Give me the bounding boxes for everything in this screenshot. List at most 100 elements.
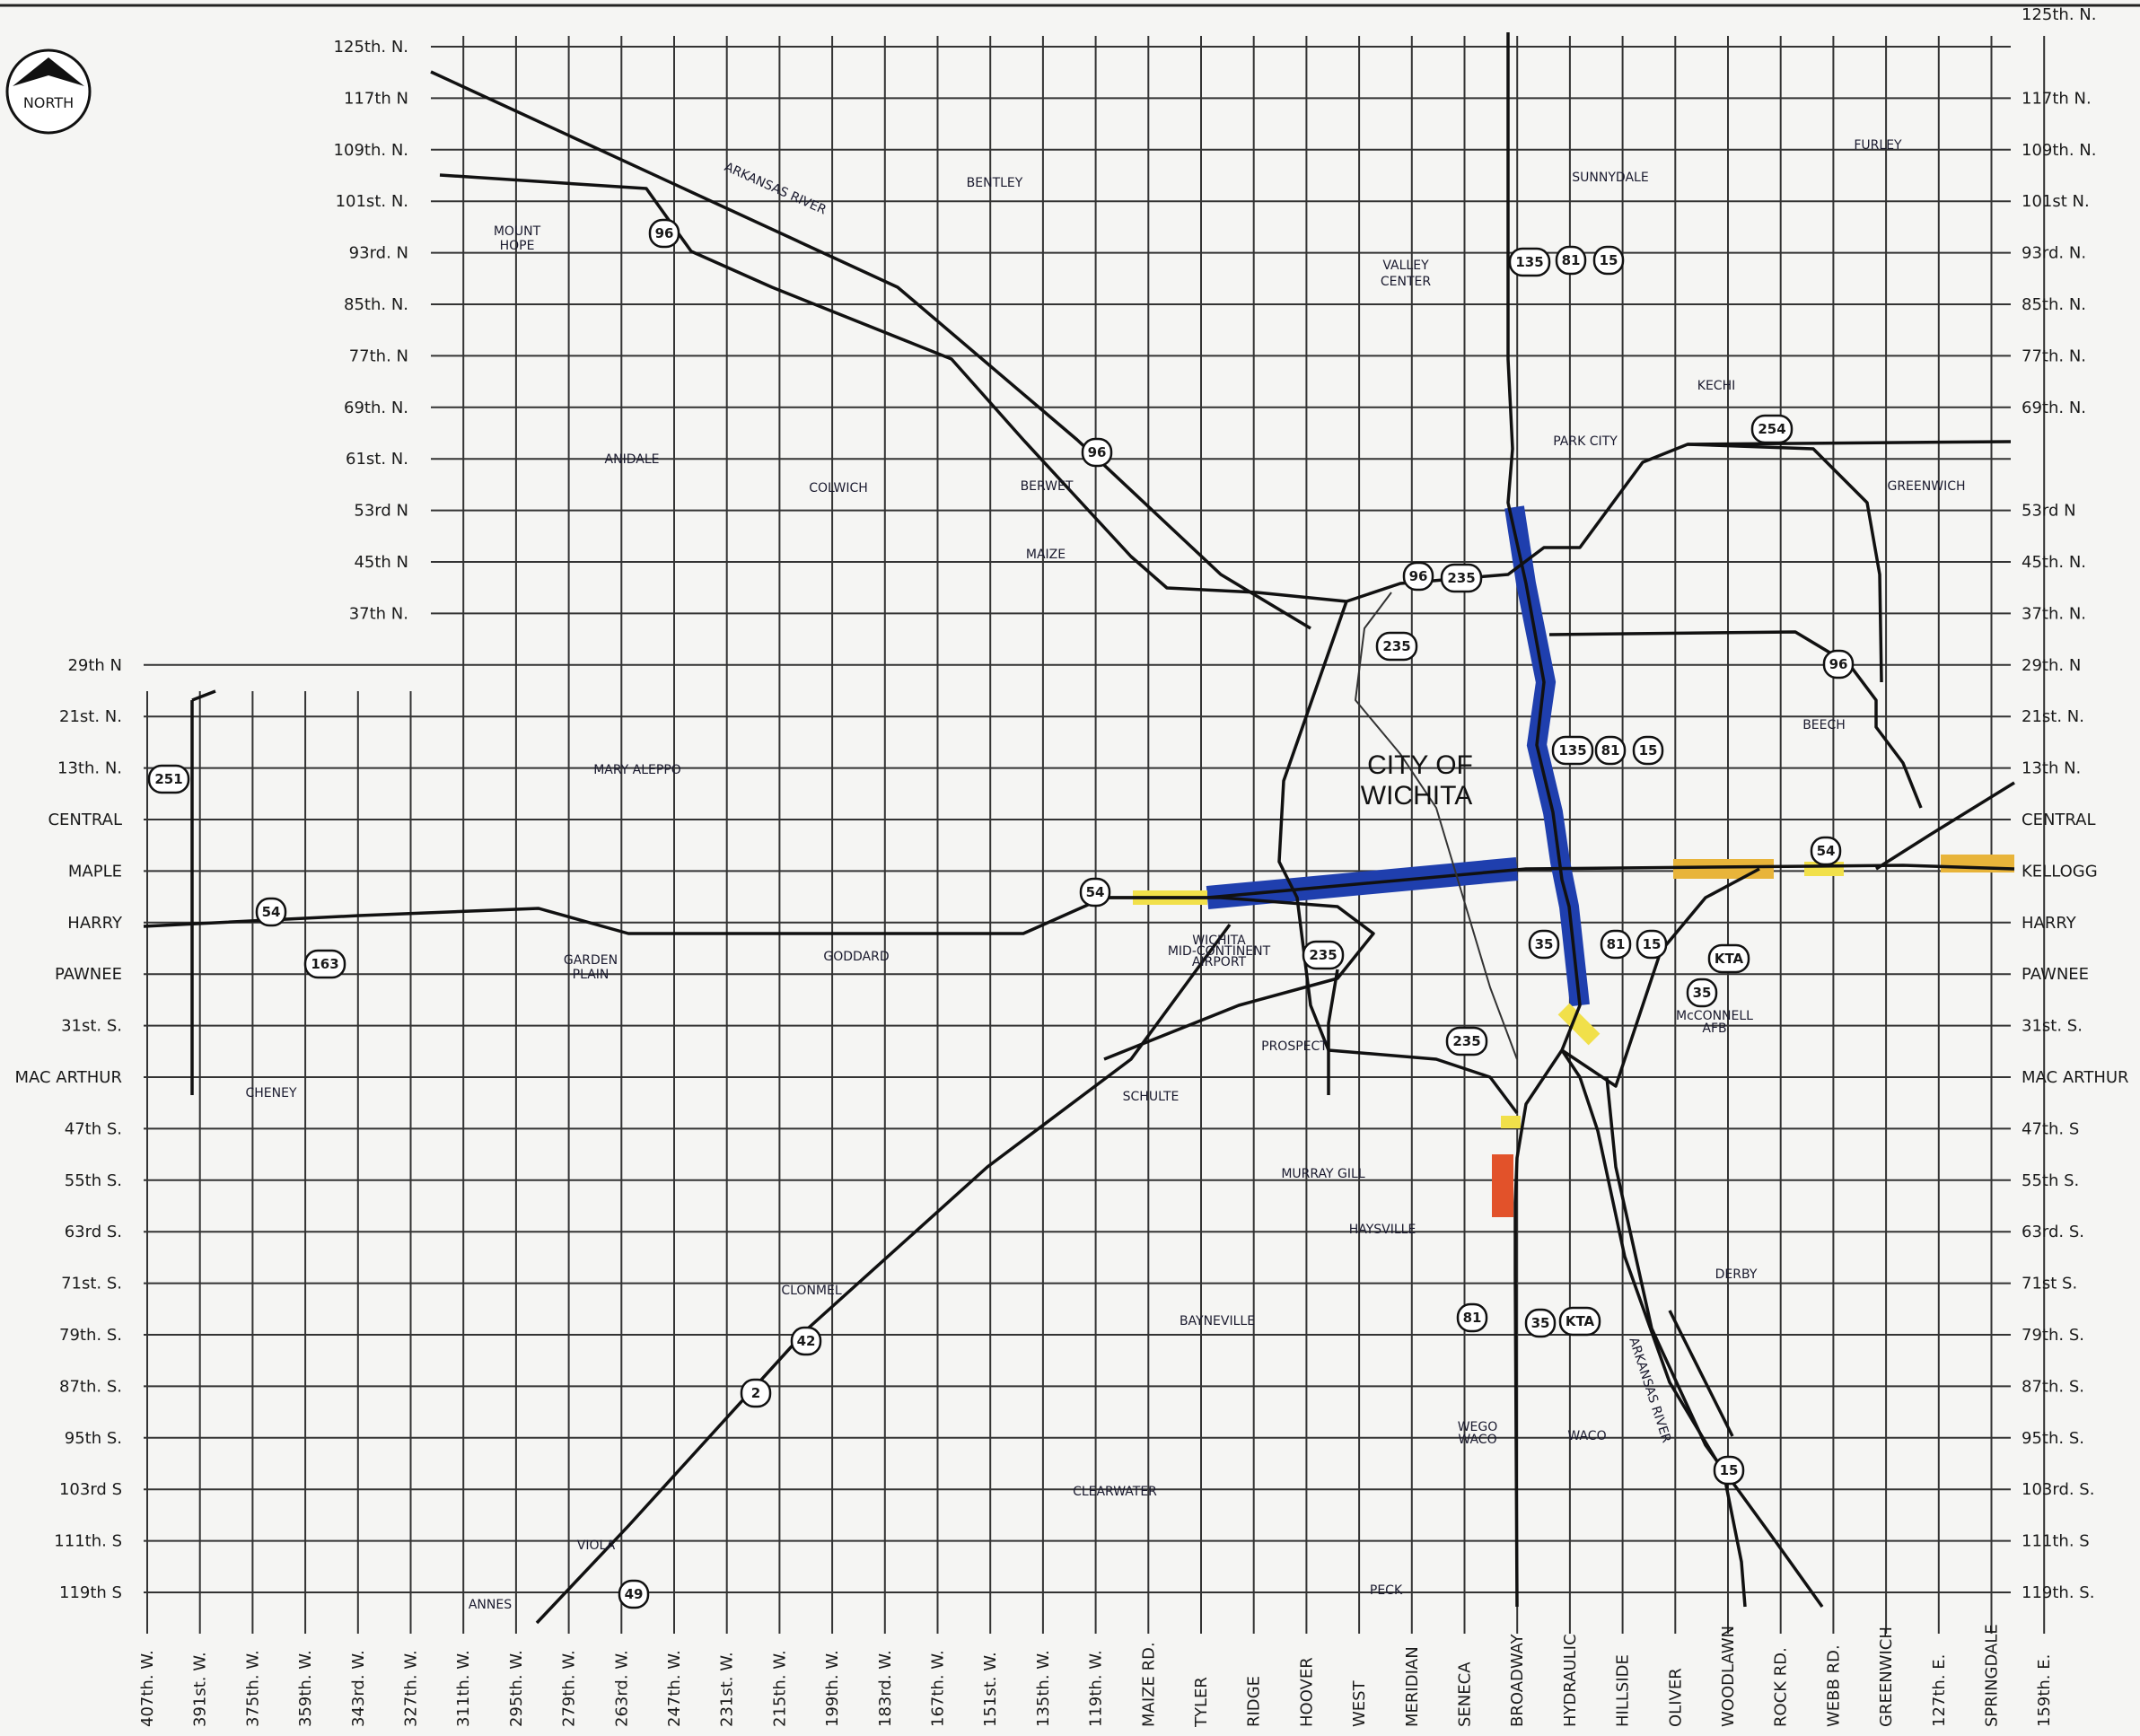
ew-street-label-left: 85th. N. bbox=[344, 295, 408, 314]
town-label: COLWICH bbox=[809, 481, 868, 495]
route-shield-icon bbox=[303, 949, 346, 979]
town-label: GREENWICH bbox=[1887, 479, 1965, 494]
ew-street-label-right: 119th. S. bbox=[2022, 1583, 2094, 1602]
route-shield-number: 96 bbox=[1088, 444, 1107, 460]
route-shield-number: 49 bbox=[625, 1586, 644, 1602]
ew-street-label-left: 87th. S. bbox=[59, 1377, 122, 1396]
city-label-line2: WICHITA bbox=[1361, 781, 1472, 811]
ns-street-label-bottom: 151st. W. bbox=[981, 1652, 1000, 1727]
route-shield: 2 bbox=[740, 1378, 772, 1408]
route-shield: 135 bbox=[1551, 735, 1594, 766]
town-label: WEGO bbox=[1458, 1420, 1498, 1434]
ns-street-label-bottom: 295th. W. bbox=[507, 1650, 526, 1727]
route-shield-icon bbox=[1636, 929, 1668, 960]
ew-street-label-left: PAWNEE bbox=[55, 965, 122, 984]
town-label: PECK bbox=[1370, 1583, 1403, 1598]
town-label: MARY ALEPPO bbox=[593, 763, 681, 777]
route-shield-icon bbox=[1302, 940, 1345, 970]
ew-street-label-left: 117th N bbox=[344, 89, 408, 108]
ns-street-label-bottom: 263rd. W. bbox=[612, 1650, 631, 1727]
town-label: PLAIN bbox=[573, 968, 610, 982]
route-shield-number: 54 bbox=[1817, 843, 1836, 859]
ew-street-label-right: 85th. N. bbox=[2022, 295, 2086, 314]
route-shield-number: 54 bbox=[262, 904, 281, 920]
ns-street-label-bottom: 407th. W. bbox=[138, 1650, 157, 1727]
route-shield-icon bbox=[1440, 563, 1483, 593]
route-shield-number: 35 bbox=[1693, 985, 1712, 1001]
route-shield: 35 bbox=[1524, 1308, 1557, 1338]
route-shield: 81 bbox=[1555, 245, 1587, 276]
route-shield-number: 54 bbox=[1086, 884, 1105, 900]
ns-street-label-bottom: 199th. W. bbox=[823, 1650, 842, 1727]
ew-street-label-right: 63rd. S. bbox=[2022, 1223, 2084, 1241]
ew-street-label-right: 69th. N. bbox=[2022, 399, 2086, 417]
north-arrow-icon bbox=[5, 48, 92, 135]
ns-street-label-bottom: 311th. W. bbox=[454, 1650, 473, 1727]
route-shield-icon bbox=[1551, 735, 1594, 766]
route-shield-number: 251 bbox=[154, 771, 182, 787]
town-label: HOPE bbox=[500, 239, 535, 253]
ew-street-label-right: 71st S. bbox=[2022, 1275, 2077, 1293]
ew-street-label-right: 37th. N. bbox=[2022, 604, 2086, 623]
town-label: DERBY bbox=[1715, 1267, 1758, 1282]
route-shield: KTA bbox=[1707, 943, 1750, 974]
ns-street-label-bottom: WEBB RD. bbox=[1824, 1644, 1843, 1727]
route-shield: 96 bbox=[1402, 561, 1434, 592]
ns-street-label-bottom: WOODLAWN bbox=[1719, 1626, 1738, 1727]
ns-street-label-bottom: MERIDIAN bbox=[1403, 1646, 1422, 1727]
ns-street-label-bottom: 119th. W. bbox=[1087, 1650, 1106, 1727]
town-label: AFB bbox=[1702, 1021, 1726, 1036]
route-shield-icon bbox=[1456, 1302, 1488, 1333]
route-shield-icon bbox=[1822, 649, 1855, 679]
route-shield-number: 135 bbox=[1558, 742, 1586, 758]
ew-street-label-left: 101st. N. bbox=[336, 192, 408, 211]
ns-street-label-bottom: 375th. W. bbox=[243, 1650, 262, 1727]
ns-street-label-bottom: 327th. W. bbox=[402, 1650, 421, 1727]
town-label: MURRAY GILL bbox=[1281, 1167, 1364, 1181]
town-label: VIOLA bbox=[577, 1539, 616, 1553]
highway-route bbox=[1668, 1310, 1734, 1437]
route-shield-number: 135 bbox=[1515, 254, 1543, 270]
ns-street-label-bottom: 159th. E. bbox=[2035, 1654, 2054, 1727]
ew-street-label-right: 21st. N. bbox=[2022, 707, 2084, 726]
route-shield-icon bbox=[147, 764, 190, 794]
arrow-icon bbox=[13, 57, 84, 86]
route-shield: 15 bbox=[1636, 929, 1668, 960]
city-label: CITY OF WICHITA bbox=[1361, 750, 1473, 811]
north-label: NORTH bbox=[23, 94, 74, 111]
ew-street-label-left: 109th. N. bbox=[334, 141, 408, 160]
town-label: VALLEY bbox=[1382, 259, 1429, 273]
ew-street-label-left: 29th N bbox=[67, 656, 122, 675]
ew-street-label-left: 37th N. bbox=[349, 604, 408, 623]
route-shield-number: 235 bbox=[1447, 570, 1475, 586]
highway-route bbox=[191, 689, 216, 702]
route-shield-number: KTA bbox=[1715, 951, 1744, 967]
route-shield: 251 bbox=[147, 764, 190, 794]
route-shield-number: 15 bbox=[1600, 252, 1618, 268]
highways bbox=[143, 32, 2015, 1625]
ns-street-label-bottom: HILLSIDE bbox=[1614, 1654, 1633, 1727]
route-shield-icon bbox=[1632, 735, 1664, 766]
highway-route bbox=[1548, 630, 1923, 809]
route-shield-number: 35 bbox=[1531, 1315, 1550, 1331]
town-label: GARDEN bbox=[564, 953, 618, 968]
town-label: KECHI bbox=[1697, 379, 1735, 393]
town-label: MID-CONTINENT bbox=[1168, 944, 1271, 959]
town-label: BAYNEVILLE bbox=[1180, 1314, 1255, 1328]
town-label: SCHULTE bbox=[1123, 1090, 1180, 1104]
ew-street-label-left: 63rd S. bbox=[65, 1223, 122, 1241]
town-label: WACO bbox=[1458, 1433, 1496, 1447]
town-label: CLONMEL bbox=[781, 1284, 841, 1298]
route-shield-icon bbox=[1555, 245, 1587, 276]
highway-route bbox=[439, 173, 2012, 603]
route-shield-icon bbox=[1810, 836, 1842, 866]
route-shield: 35 bbox=[1528, 929, 1560, 960]
town-label: McCONNELL bbox=[1676, 1009, 1753, 1023]
town-label: BEECH bbox=[1802, 718, 1846, 732]
route-shield-icon bbox=[1079, 877, 1111, 907]
town-label: HAYSVILLE bbox=[1349, 1223, 1416, 1237]
ns-street-label-bottom: 359th. W. bbox=[296, 1650, 315, 1727]
ew-street-label-right: 95th. S. bbox=[2022, 1429, 2084, 1448]
ew-street-label-right: 13th N. bbox=[2022, 759, 2081, 778]
town-label: MAIZE bbox=[1026, 548, 1066, 562]
